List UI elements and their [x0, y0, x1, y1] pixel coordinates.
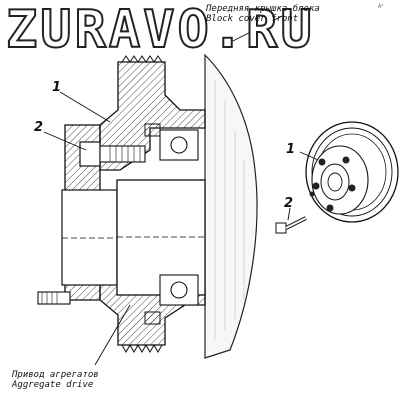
leader-aggregate-drive — [94, 304, 131, 366]
pulley-grooves-bottom — [121, 343, 163, 354]
leader-1-main — [59, 91, 111, 123]
corner-mark: A⁵ — [378, 4, 384, 10]
stud-thread — [41, 292, 58, 304]
block-cover-outline — [204, 53, 258, 359]
callout-1-main: 1 — [52, 80, 62, 95]
seal-top — [144, 123, 161, 137]
bolt-shank — [99, 145, 146, 163]
seal-bottom — [144, 311, 161, 325]
leader-block-cover — [224, 11, 291, 46]
hub-bore — [61, 189, 118, 286]
bearing-bottom — [159, 274, 199, 306]
leader-1-detail — [299, 151, 319, 161]
bolt-thread — [109, 146, 141, 162]
leader-2-detail — [287, 207, 291, 221]
block-cover-shading — [214, 80, 245, 340]
label-aggregate-drive-en: Aggregate drive — [12, 380, 94, 390]
watermark: ZURAVO.RU — [5, 0, 315, 60]
label-aggregate-drive-ru: Привод агрегатов — [12, 370, 99, 380]
label-block-cover-en: Block cover front — [206, 14, 299, 24]
bolt-head — [79, 141, 101, 167]
callout-2-main: 2 — [34, 120, 44, 135]
bearing-ball-top — [170, 136, 188, 154]
label-block-cover-ru: Передняя крышка блока — [206, 4, 320, 14]
stud — [37, 291, 71, 305]
callout-2-detail: 2 — [284, 196, 294, 211]
callout-1-detail: 1 — [286, 142, 296, 157]
pulley-grooves-top — [121, 55, 163, 63]
bearing-ball-bottom — [170, 281, 188, 299]
pulley-detail-view — [305, 121, 399, 223]
bolt-detail-view — [275, 216, 307, 234]
leader-2-main — [43, 131, 87, 151]
